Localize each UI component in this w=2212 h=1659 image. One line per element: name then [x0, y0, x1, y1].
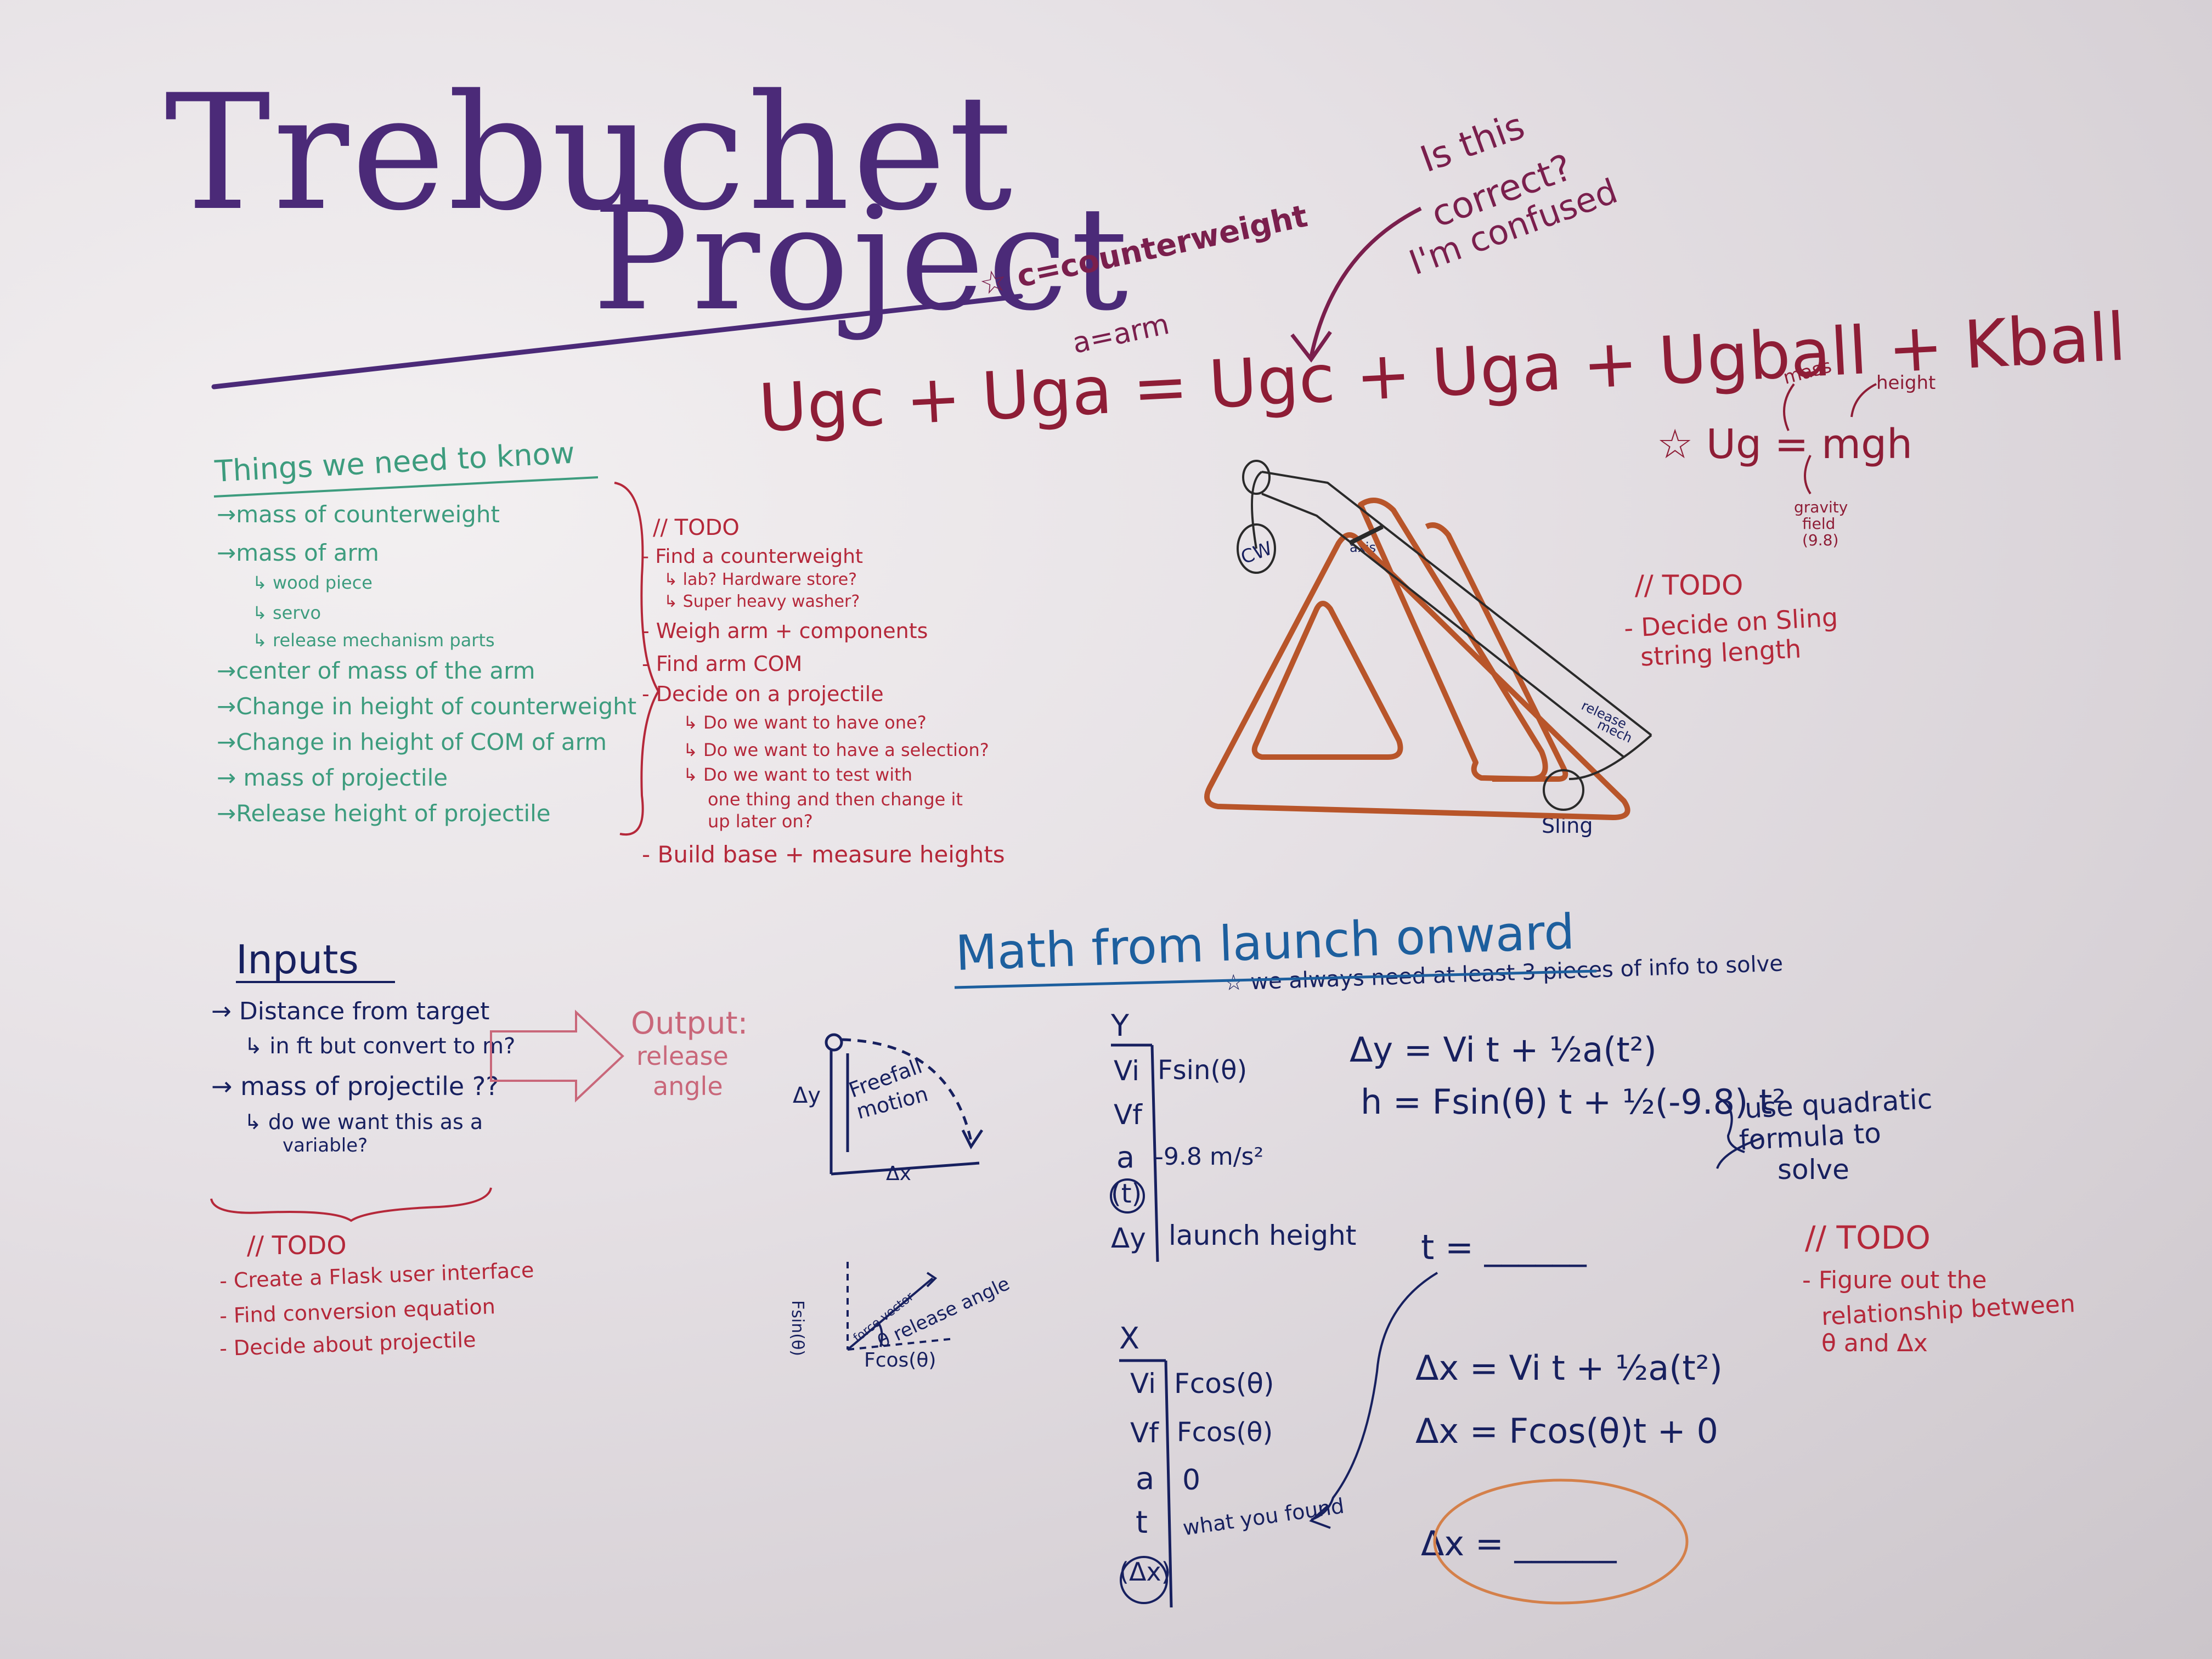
eq-x-1: Δx = Vi t + ½a(t²) — [1415, 1348, 1723, 1388]
x-table-var: Vi — [1130, 1368, 1156, 1400]
y-table-var: Vf — [1114, 1099, 1142, 1131]
inputs-item: ↳ in ft but convert to m? — [244, 1034, 516, 1059]
counterweight-top — [1242, 460, 1271, 495]
things-item: ↳ wood piece — [252, 572, 373, 593]
inputs-item: → Distance from target — [211, 997, 490, 1025]
x-table-val: Fcos(θ) — [1174, 1368, 1274, 1400]
dx-circle — [1120, 1556, 1168, 1604]
table-lines — [1111, 1043, 1173, 1608]
todo-top-item: one thing and then change it — [708, 789, 963, 810]
todo-top-item: ↳ lab? Hardware store? — [664, 570, 857, 589]
trebuchet-arm — [1251, 471, 1652, 780]
y-table-val: launch height — [1169, 1220, 1357, 1251]
todo-theta-heading: // TODO — [1805, 1219, 1931, 1256]
y-table-var: Vi — [1114, 1055, 1139, 1087]
x-table-val: 0 — [1182, 1464, 1201, 1497]
todo-sling-heading: // TODO — [1635, 569, 1743, 601]
todo-top-heading: // TODO — [653, 515, 740, 540]
todo-top-item: - Decide on a projectile — [642, 682, 884, 706]
quadratic-brace — [1717, 1096, 1745, 1153]
freefall-diagram — [825, 1033, 984, 1176]
height-arrow — [1850, 383, 1877, 417]
inputs-item: variable? — [283, 1135, 368, 1156]
todo-top-item: - Build base + measure heights — [642, 841, 1005, 868]
todo-theta-line-1: - Figure out the — [1802, 1266, 1987, 1294]
things-item: →Release height of projectile — [217, 800, 551, 827]
y-table-val: -9.8 m/s² — [1155, 1143, 1264, 1171]
things-item: → mass of projectile — [217, 764, 448, 791]
mass-arrow — [1783, 383, 1795, 431]
y-table-var: Δy — [1111, 1222, 1146, 1254]
gravity-arrow — [1804, 455, 1812, 495]
question-arrow-head — [1290, 330, 1332, 363]
things-item: →mass of counterweight — [217, 501, 500, 528]
ug-height-label: height — [1876, 372, 1936, 394]
todo-top-item: - Weigh arm + components — [642, 619, 928, 643]
output-label: Output: — [631, 1006, 748, 1041]
output-line-1: release — [636, 1041, 729, 1071]
inputs-brace — [210, 1187, 492, 1222]
x-table-val: Fcos(θ) — [1177, 1417, 1273, 1448]
t-blank: t = ______ — [1421, 1227, 1587, 1267]
things-item: →Change in height of counterweight — [217, 693, 637, 720]
dx-ellipse — [1433, 1479, 1689, 1605]
things-underline — [213, 476, 599, 498]
t-arrow — [1311, 1272, 1438, 1521]
math-underline — [954, 969, 1597, 989]
x-table-var: Vf — [1130, 1417, 1159, 1449]
force-diagram — [847, 1262, 955, 1351]
question-arrow — [1309, 206, 1422, 357]
title-line-1: Trebuchet — [165, 61, 1015, 246]
x-table-var: t — [1136, 1505, 1148, 1541]
x-table-var: a — [1136, 1461, 1155, 1497]
ug-gravity-label: gravity — [1794, 498, 1848, 516]
eq-y-2: h = Fsin(θ) t + ½(-9.8) t² — [1361, 1082, 1786, 1122]
title-underline — [211, 294, 1023, 390]
sling-ball — [1543, 769, 1584, 811]
freefall-dx-label: Δx — [886, 1163, 911, 1185]
ug-field-label: field — [1802, 515, 1836, 533]
t-arrow-head — [1309, 1505, 1331, 1529]
inputs-item: ↳ do we want this as a — [244, 1110, 483, 1134]
ug-value-label: (9.8) — [1802, 531, 1839, 549]
dx-blank: Δx = ______ — [1421, 1523, 1617, 1564]
todo-top-item: ↳ Do we want to have one? — [683, 712, 927, 733]
output-arrow — [490, 1009, 624, 1103]
y-table-val: Fsin(θ) — [1158, 1055, 1248, 1086]
things-item: →mass of arm — [217, 539, 379, 566]
counterweight — [1237, 523, 1276, 574]
trebuchet-base — [1204, 498, 1630, 820]
todo-top-item: up later on? — [708, 811, 813, 832]
quadratic-arrow — [1716, 1137, 1762, 1169]
quadratic-line-3: solve — [1778, 1154, 1849, 1186]
freefall-dy-label: Δy — [793, 1083, 821, 1108]
todo-theta-line-3: θ and Δx — [1821, 1329, 1928, 1357]
force-fcos-label: Fcos(θ) — [864, 1349, 936, 1372]
eq-x-2: Δx = Fcos(θ)t + 0 — [1415, 1411, 1718, 1451]
output-line-2: angle — [653, 1071, 723, 1101]
things-item: ↳ servo — [252, 602, 321, 623]
y-table-var: a — [1116, 1140, 1135, 1175]
things-item: →Change in height of COM of arm — [217, 729, 607, 755]
todo-top-item: ↳ Do we want to test with — [683, 764, 912, 785]
x-table-header: X — [1119, 1321, 1139, 1356]
inputs-item: → mass of projectile ?? — [211, 1071, 499, 1101]
inputs-heading: Inputs — [236, 936, 359, 983]
things-item: →center of mass of the arm — [217, 657, 535, 684]
things-item: ↳ release mechanism parts — [252, 630, 495, 651]
eq-y-1: Δy = Vi t + ½a(t²) — [1350, 1030, 1657, 1070]
y-table-header: Y — [1111, 1008, 1129, 1043]
todo-inputs-heading: // TODO — [247, 1231, 347, 1260]
todo-top-item: ↳ Super heavy washer? — [664, 592, 860, 611]
todo-top-item: ↳ Do we want to have a selection? — [683, 740, 989, 760]
t-circle — [1110, 1178, 1145, 1214]
todo-top-item: - Find a counterweight — [642, 545, 864, 568]
ug-formula: ☆ Ug = mgh — [1657, 421, 1913, 468]
todo-top-item: - Find arm COM — [642, 652, 803, 676]
list-brace — [614, 482, 660, 836]
